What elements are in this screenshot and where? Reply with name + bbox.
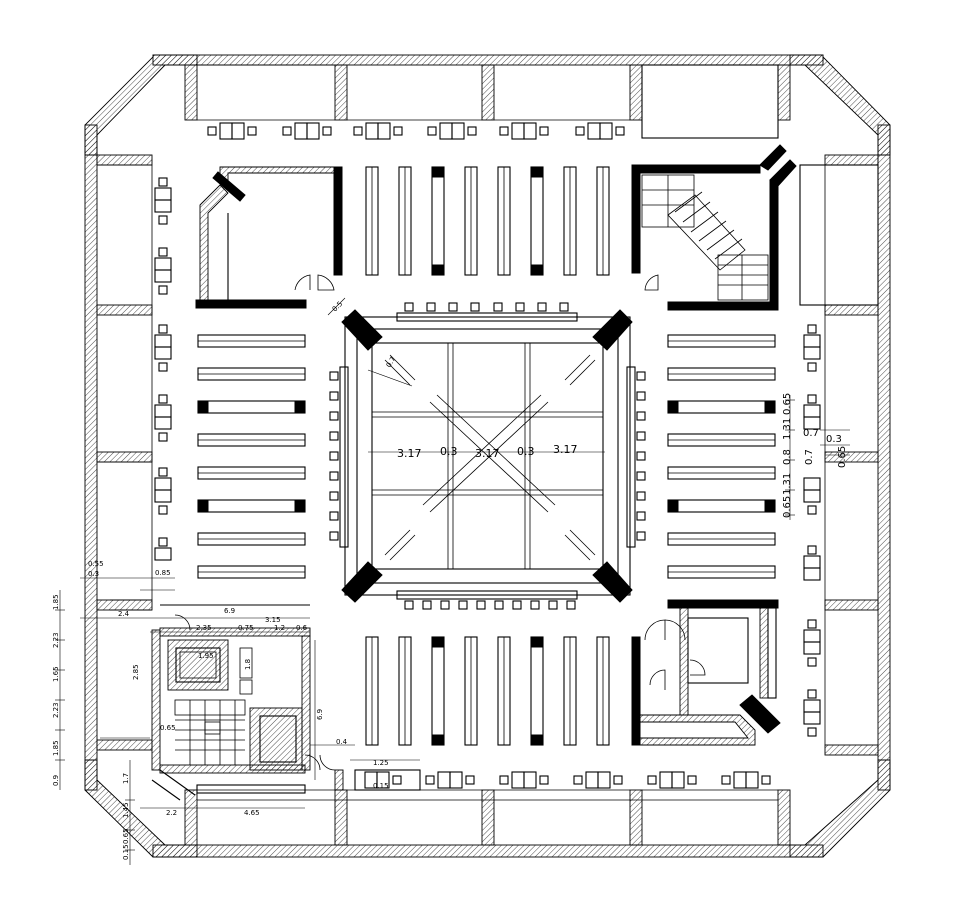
right-dimension-lines (785, 395, 850, 520)
dim-0.3-left: 0.3 (440, 445, 458, 458)
left-shelves (197, 334, 306, 579)
dim-h1: 0.55 (88, 560, 104, 568)
dim-h19: 0.85 (155, 569, 171, 577)
dim-diagonal-1: 0.5 (331, 300, 345, 314)
dim-0.3-right: 0.3 (517, 445, 535, 458)
dim-h16: 1.8 (244, 659, 252, 670)
dim-v2: 2.23 (52, 632, 60, 648)
bottom-shelves (365, 636, 641, 746)
left-dimension-lines (55, 577, 420, 865)
dim-h14: 0.15 (373, 782, 389, 790)
dim-h2: 0.3 (88, 570, 99, 578)
dim-h6: 2.35 (196, 624, 212, 632)
dim-v1: 1.85 (52, 594, 60, 610)
top-left-room (195, 166, 343, 309)
dim-r9: 0.65 (837, 446, 848, 468)
dim-v9: 0.65 (122, 828, 130, 844)
dim-v6: 0.9 (52, 775, 60, 786)
dim-r5: 0.65 (782, 393, 793, 415)
atrium-seats (329, 302, 646, 610)
dim-h20: 0.65 (160, 724, 176, 732)
dim-h13: 0.4 (336, 738, 348, 746)
dim-h5: 3.15 (265, 616, 281, 624)
right-shelves (667, 334, 776, 579)
top-right-stair-room (631, 144, 797, 311)
outer-walls (84, 54, 891, 858)
dim-h15: 0.75 (238, 624, 254, 632)
dim-r3: 0.8 (782, 449, 793, 465)
top-desks (207, 122, 625, 140)
dim-v8: 1.45 (122, 802, 130, 818)
dim-h4: 6.9 (224, 607, 235, 615)
dim-r2: 1.31 (782, 473, 793, 495)
dim-r1: 0.65 (782, 496, 793, 518)
dim-diagonal-2: 0.7 (385, 355, 397, 369)
dim-v7: 1.7 (122, 773, 130, 784)
staircase (641, 174, 769, 301)
dim-3.17-center: 3.17 (475, 447, 500, 460)
bottom-left-service-area (110, 599, 421, 801)
dim-v3: 1.65 (52, 666, 60, 682)
central-dimension-line (327, 297, 605, 457)
bottom-right-room (639, 599, 781, 746)
dim-h3: 2.4 (118, 610, 130, 618)
dim-v4: 2.23 (52, 702, 60, 718)
dim-v10: 0.15 (122, 844, 130, 860)
dim-3.17-right: 3.17 (553, 443, 578, 456)
dim-h10: 2.2 (166, 809, 177, 817)
dim-v5: 1.85 (52, 740, 60, 756)
top-shelves (365, 166, 610, 276)
bottom-desks (364, 771, 771, 789)
dim-h18: 6.9 (316, 709, 324, 720)
dim-h8: 1.2 (274, 624, 285, 632)
dim-h11: 4.65 (244, 809, 260, 817)
dim-h7: 1.95 (198, 652, 214, 660)
dim-r6: 0.7 (803, 428, 819, 439)
right-desks (803, 324, 821, 737)
dim-3.17-left: 3.17 (397, 447, 422, 460)
dim-r8: 0.7 (804, 449, 815, 465)
dim-r7: 0.3 (826, 434, 842, 445)
dim-h12: 1.25 (373, 759, 389, 767)
left-desks (154, 177, 172, 561)
dim-r4: 1.31 (782, 418, 793, 440)
dim-h9: 0.6 (296, 624, 308, 632)
dim-h17: 2.85 (132, 664, 140, 680)
